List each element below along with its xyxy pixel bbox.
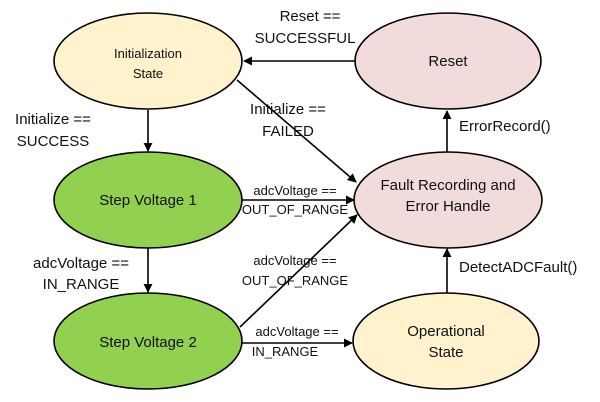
operational-label-line2: State (428, 344, 463, 361)
initialization-ellipse (53, 12, 243, 110)
initialization-label-line1: Initialization (114, 46, 182, 61)
node-fault-recording: Fault Recording and Error Handle (353, 151, 543, 249)
label-step1-to-step2-line1: adcVoltage == (33, 255, 129, 272)
fault-recording-label-line2: Error Handle (405, 198, 490, 215)
node-initialization-state: Initialization State (53, 12, 243, 110)
label-step1-to-fault-line2: OUT_OF_RANGE (242, 202, 349, 217)
label-reset-to-init-line1: Reset == (280, 8, 341, 25)
node-operational-state: Operational State (352, 292, 540, 390)
operational-ellipse (352, 292, 540, 390)
edge-step2-to-fault (239, 214, 358, 328)
label-step2-to-operational-line2: IN_RANGE (252, 344, 319, 359)
operational-label-line1: Operational (407, 323, 485, 340)
reset-label: Reset (428, 53, 468, 70)
node-step-voltage-1: Step Voltage 1 (53, 151, 243, 249)
initialization-label-line2: State (133, 66, 163, 81)
label-operational-to-fault: DetectADCFault() (459, 259, 577, 276)
step-voltage-1-ellipse (53, 151, 243, 249)
step-voltage-1-label: Step Voltage 1 (99, 192, 197, 209)
edge-init-to-fault (236, 79, 357, 183)
label-fault-to-reset: ErrorRecord() (459, 118, 551, 135)
step-voltage-2-ellipse (53, 292, 243, 390)
label-init-to-step1-line2: SUCCESS (17, 133, 90, 150)
label-init-to-fault-line1: Initialize == (250, 101, 326, 118)
label-step1-to-fault-line1: adcVoltage == (253, 183, 336, 198)
label-reset-to-init-line2: SUCCESSFUL (255, 30, 356, 47)
label-init-to-step1-line1: Initialize == (15, 111, 91, 128)
label-step2-to-fault-line1: adcVoltage == (253, 253, 336, 268)
node-step-voltage-2: Step Voltage 2 (53, 292, 243, 390)
label-init-to-fault-line2: FAILED (262, 123, 314, 140)
label-step2-to-operational-line1: adcVoltage == (255, 324, 338, 339)
step-voltage-2-label: Step Voltage 2 (99, 334, 197, 351)
label-step1-to-step2-line2: IN_RANGE (43, 276, 120, 293)
fault-recording-ellipse (353, 151, 543, 249)
node-reset: Reset (354, 12, 542, 110)
label-step2-to-fault-line2: OUT_OF_RANGE (242, 273, 349, 288)
fault-recording-label-line1: Fault Recording and (380, 177, 515, 194)
reset-ellipse (354, 12, 542, 110)
